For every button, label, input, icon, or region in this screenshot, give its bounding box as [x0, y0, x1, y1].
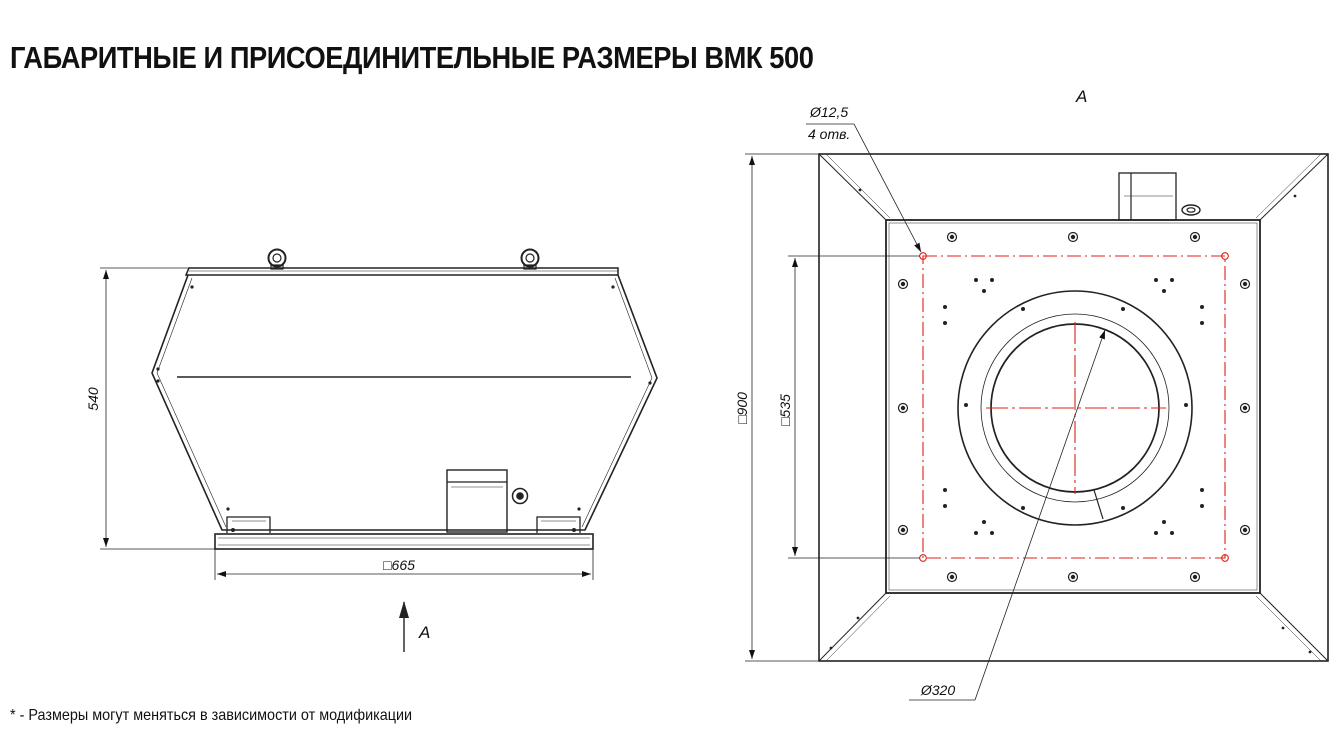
- dimension-outer-900: [745, 153, 819, 662]
- bottom-view: [745, 123, 1329, 701]
- junction-box: [446, 469, 508, 533]
- view-arrow-label: A: [418, 623, 430, 642]
- lifting-eye-right: [520, 248, 540, 270]
- outer-dim-label: □900: [734, 392, 750, 424]
- lifting-eye-left: [267, 248, 287, 270]
- bevel-dots: [829, 188, 1312, 654]
- rivets: [156, 285, 652, 511]
- bracket-right: [536, 516, 581, 533]
- opening-dim-label: Ø320: [920, 682, 955, 698]
- hole-count-label: 4 отв.: [808, 126, 850, 142]
- page-title: ГАБАРИТНЫЕ И ПРИСОЕДИНИТЕЛЬНЫЕ РАЗМЕРЫ В…: [10, 40, 814, 75]
- screw-dots: [943, 278, 1204, 535]
- inner-plate: [885, 219, 1261, 594]
- view-arrow-a: [399, 601, 409, 652]
- outer-flange: [957, 290, 1193, 526]
- hole-diameter-label: Ø12,5: [809, 104, 848, 120]
- leader-hole-diameter: [806, 123, 922, 253]
- housing-body: [151, 274, 658, 531]
- footnote: * - Размеры могут меняться в зависимости…: [10, 707, 413, 724]
- corner-bevels: [818, 153, 1329, 662]
- flange-inner-ring: [980, 313, 1170, 503]
- side-view: [100, 248, 658, 652]
- outer-frame: [818, 153, 1329, 662]
- cable-gland: [511, 487, 529, 505]
- mount-dim-label: □535: [777, 394, 793, 426]
- view-a-label: A: [1075, 87, 1087, 106]
- plate-bolts: [897, 231, 1251, 583]
- base-plate: [214, 533, 594, 550]
- mounting-pattern: [919, 252, 1229, 562]
- bracket-left: [226, 516, 271, 533]
- width-dim-label: □665: [383, 557, 415, 573]
- junction-box-top: [1118, 172, 1201, 221]
- dimension-mount-535: [788, 255, 920, 559]
- height-dim-label: 540: [85, 387, 101, 411]
- dimension-width-665: [214, 549, 594, 580]
- leader-opening-diameter: [909, 329, 1106, 701]
- dimension-height-540: [100, 267, 215, 550]
- top-lid: [184, 267, 619, 276]
